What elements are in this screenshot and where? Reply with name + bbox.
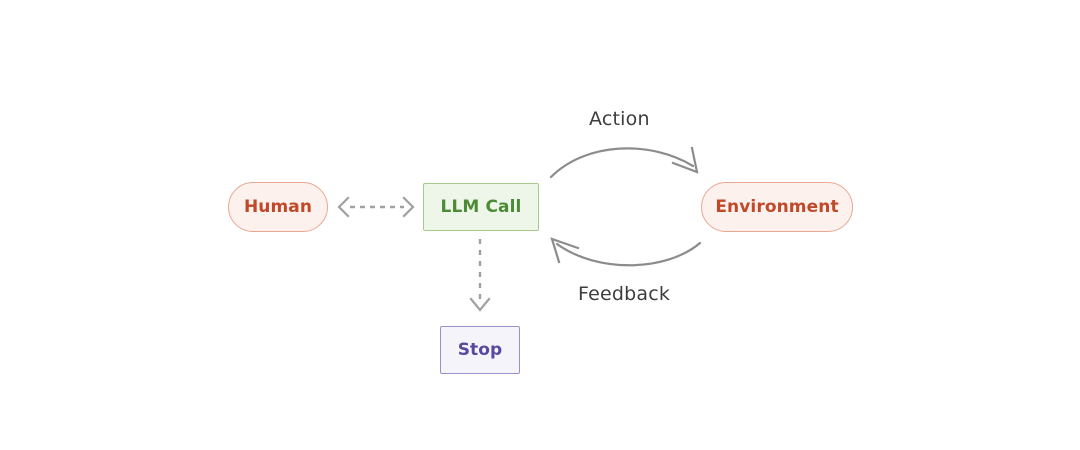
- llm-stop-arrowhead-icon: [469, 297, 491, 312]
- node-stop-label: Stop: [457, 340, 503, 360]
- action-arrowhead-icon: [671, 146, 699, 174]
- feedback-arrowhead-icon: [550, 237, 580, 264]
- node-human[interactable]: Human: [228, 182, 328, 232]
- action-arrow-path: [549, 147, 695, 179]
- edge-human-llm: [337, 196, 415, 218]
- human-llm-right-arrowhead-icon: [402, 196, 415, 218]
- node-stop[interactable]: Stop: [440, 326, 520, 374]
- feedback-arrow-path: [555, 241, 702, 267]
- node-llm-call[interactable]: LLM Call: [423, 183, 539, 231]
- human-llm-left-arrowhead-icon: [337, 196, 350, 218]
- edge-label-action: Action: [589, 108, 650, 130]
- edge-label-feedback: Feedback: [578, 283, 671, 305]
- node-llm-call-label: LLM Call: [440, 197, 522, 217]
- edge-llm-stop: [469, 239, 491, 312]
- edge-feedback: [550, 237, 702, 267]
- node-human-label: Human: [243, 197, 313, 217]
- edge-action: [549, 146, 699, 179]
- node-environment-label: Environment: [715, 197, 839, 217]
- node-environment[interactable]: Environment: [701, 182, 853, 232]
